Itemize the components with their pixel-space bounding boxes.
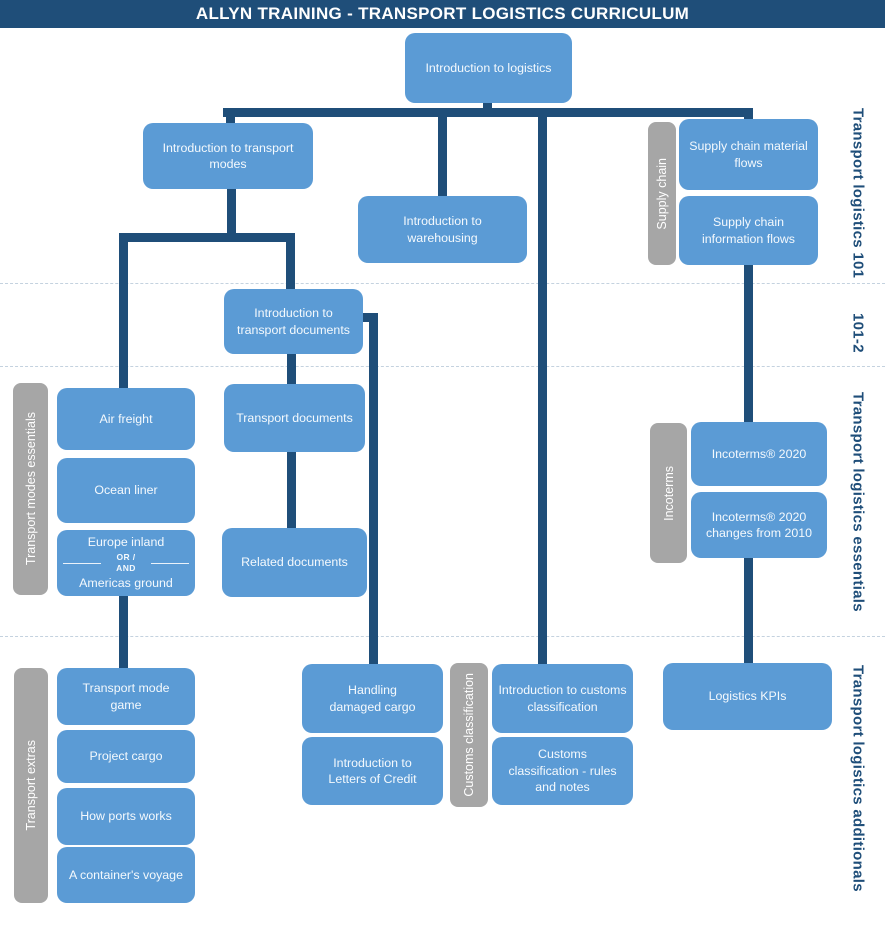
connector [287,351,296,387]
group-label-customs-classification: Customs classification [450,663,488,807]
node-supply-chain-information-flows: Supply chain information flows [679,196,818,265]
node-intro-letters-of-credit: Introduction to Letters of Credit [302,737,443,805]
connector [538,108,547,668]
node-project-cargo: Project cargo [57,730,195,783]
node-intro-transport-documents: Introduction to transport documents [224,289,363,354]
connector [369,313,378,668]
section-divider [0,366,885,367]
page-title: ALLYN TRAINING - TRANSPORT LOGISTICS CUR… [195,4,690,23]
connector [744,262,753,424]
connector [223,108,753,117]
node-air-freight: Air freight [57,388,195,450]
group-label-transport-extras: Transport extras [14,668,48,903]
node-a-containers-voyage: A container's voyage [57,847,195,903]
connector [227,186,236,237]
node-incoterms-2020-changes: Incoterms® 2020 changes from 2010 [691,492,827,558]
connector [119,233,295,242]
group-label-transport-modes-essentials: Transport modes essentials [13,383,48,595]
section-label-transport-logistics-essentials: Transport logistics essentials [849,392,867,612]
connector [483,100,492,110]
node-incoterms-2020: Incoterms® 2020 [691,422,827,486]
node-logistics-kpis: Logistics KPIs [663,663,832,730]
node-ocean-liner: Ocean liner [57,458,195,523]
node-how-ports-works: How ports works [57,788,195,845]
node-customs-classification-rules-notes: Customs classification - rules and notes [492,737,633,805]
or-and-rule-left [63,562,101,564]
node-intro-customs-classification: Introduction to customs classification [492,664,633,733]
node-intro-warehousing: Introduction to warehousing [358,196,527,263]
section-label-101-2: 101-2 [849,313,867,353]
connector [744,554,753,666]
or-and-separator: OR / AND [63,552,189,574]
node-transport-mode-game: Transport mode game [57,668,195,725]
section-label-transport-logistics-additionals: Transport logistics additionals [849,664,867,892]
node-intro-logistics: Introduction to logistics [405,33,572,103]
section-divider [0,283,885,284]
node-supply-chain-material-flows: Supply chain material flows [679,119,818,190]
node-transport-documents: Transport documents [224,384,365,452]
section-label-transport-logistics-101: Transport logistics 101 [849,107,867,279]
connector [226,108,235,126]
connector [119,592,128,670]
connector [744,108,753,122]
node-europe-inland-americas-ground: Europe inland OR / AND Americas ground [57,530,195,596]
node-intro-transport-modes: Introduction to transport modes [143,123,313,189]
group-label-incoterms: Incoterms [650,423,687,563]
section-divider [0,636,885,637]
connector [358,313,378,322]
connector [287,449,296,531]
node-related-documents: Related documents [222,528,367,597]
connector [438,108,447,200]
header-bar: ALLYN TRAINING - TRANSPORT LOGISTICS CUR… [0,0,885,28]
connector [119,233,128,391]
or-and-rule-right [151,562,189,564]
group-label-supply-chain: Supply chain [648,122,676,265]
connector [286,233,295,293]
node-handling-damaged-cargo: Handling damaged cargo [302,664,443,733]
